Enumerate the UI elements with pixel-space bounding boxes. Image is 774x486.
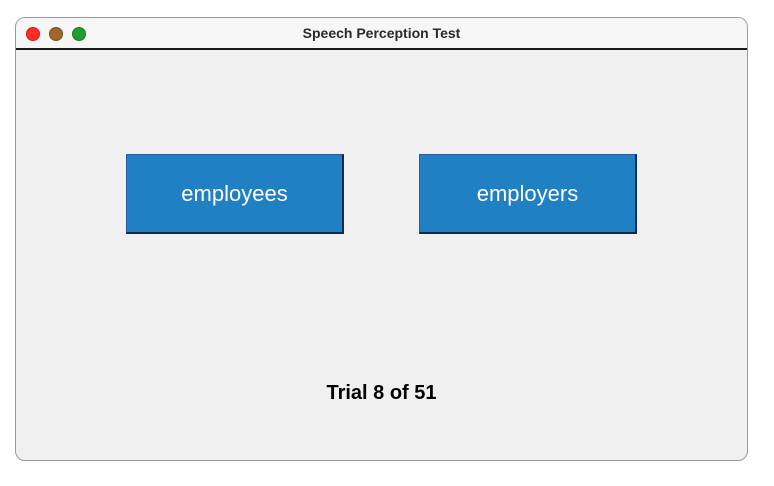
choice-button-employers[interactable]: employers — [419, 154, 637, 234]
choice-button-employees[interactable]: employees — [126, 154, 344, 234]
window-title: Speech Perception Test — [302, 25, 461, 41]
zoom-window-button[interactable] — [72, 27, 86, 41]
app-window: Speech Perception Test employees employe… — [15, 17, 748, 461]
trial-counter: Trial 8 of 51 — [326, 382, 437, 404]
title-bar[interactable]: Speech Perception Test — [16, 18, 747, 50]
close-window-button[interactable] — [26, 27, 40, 41]
minimize-window-button[interactable] — [49, 27, 63, 41]
